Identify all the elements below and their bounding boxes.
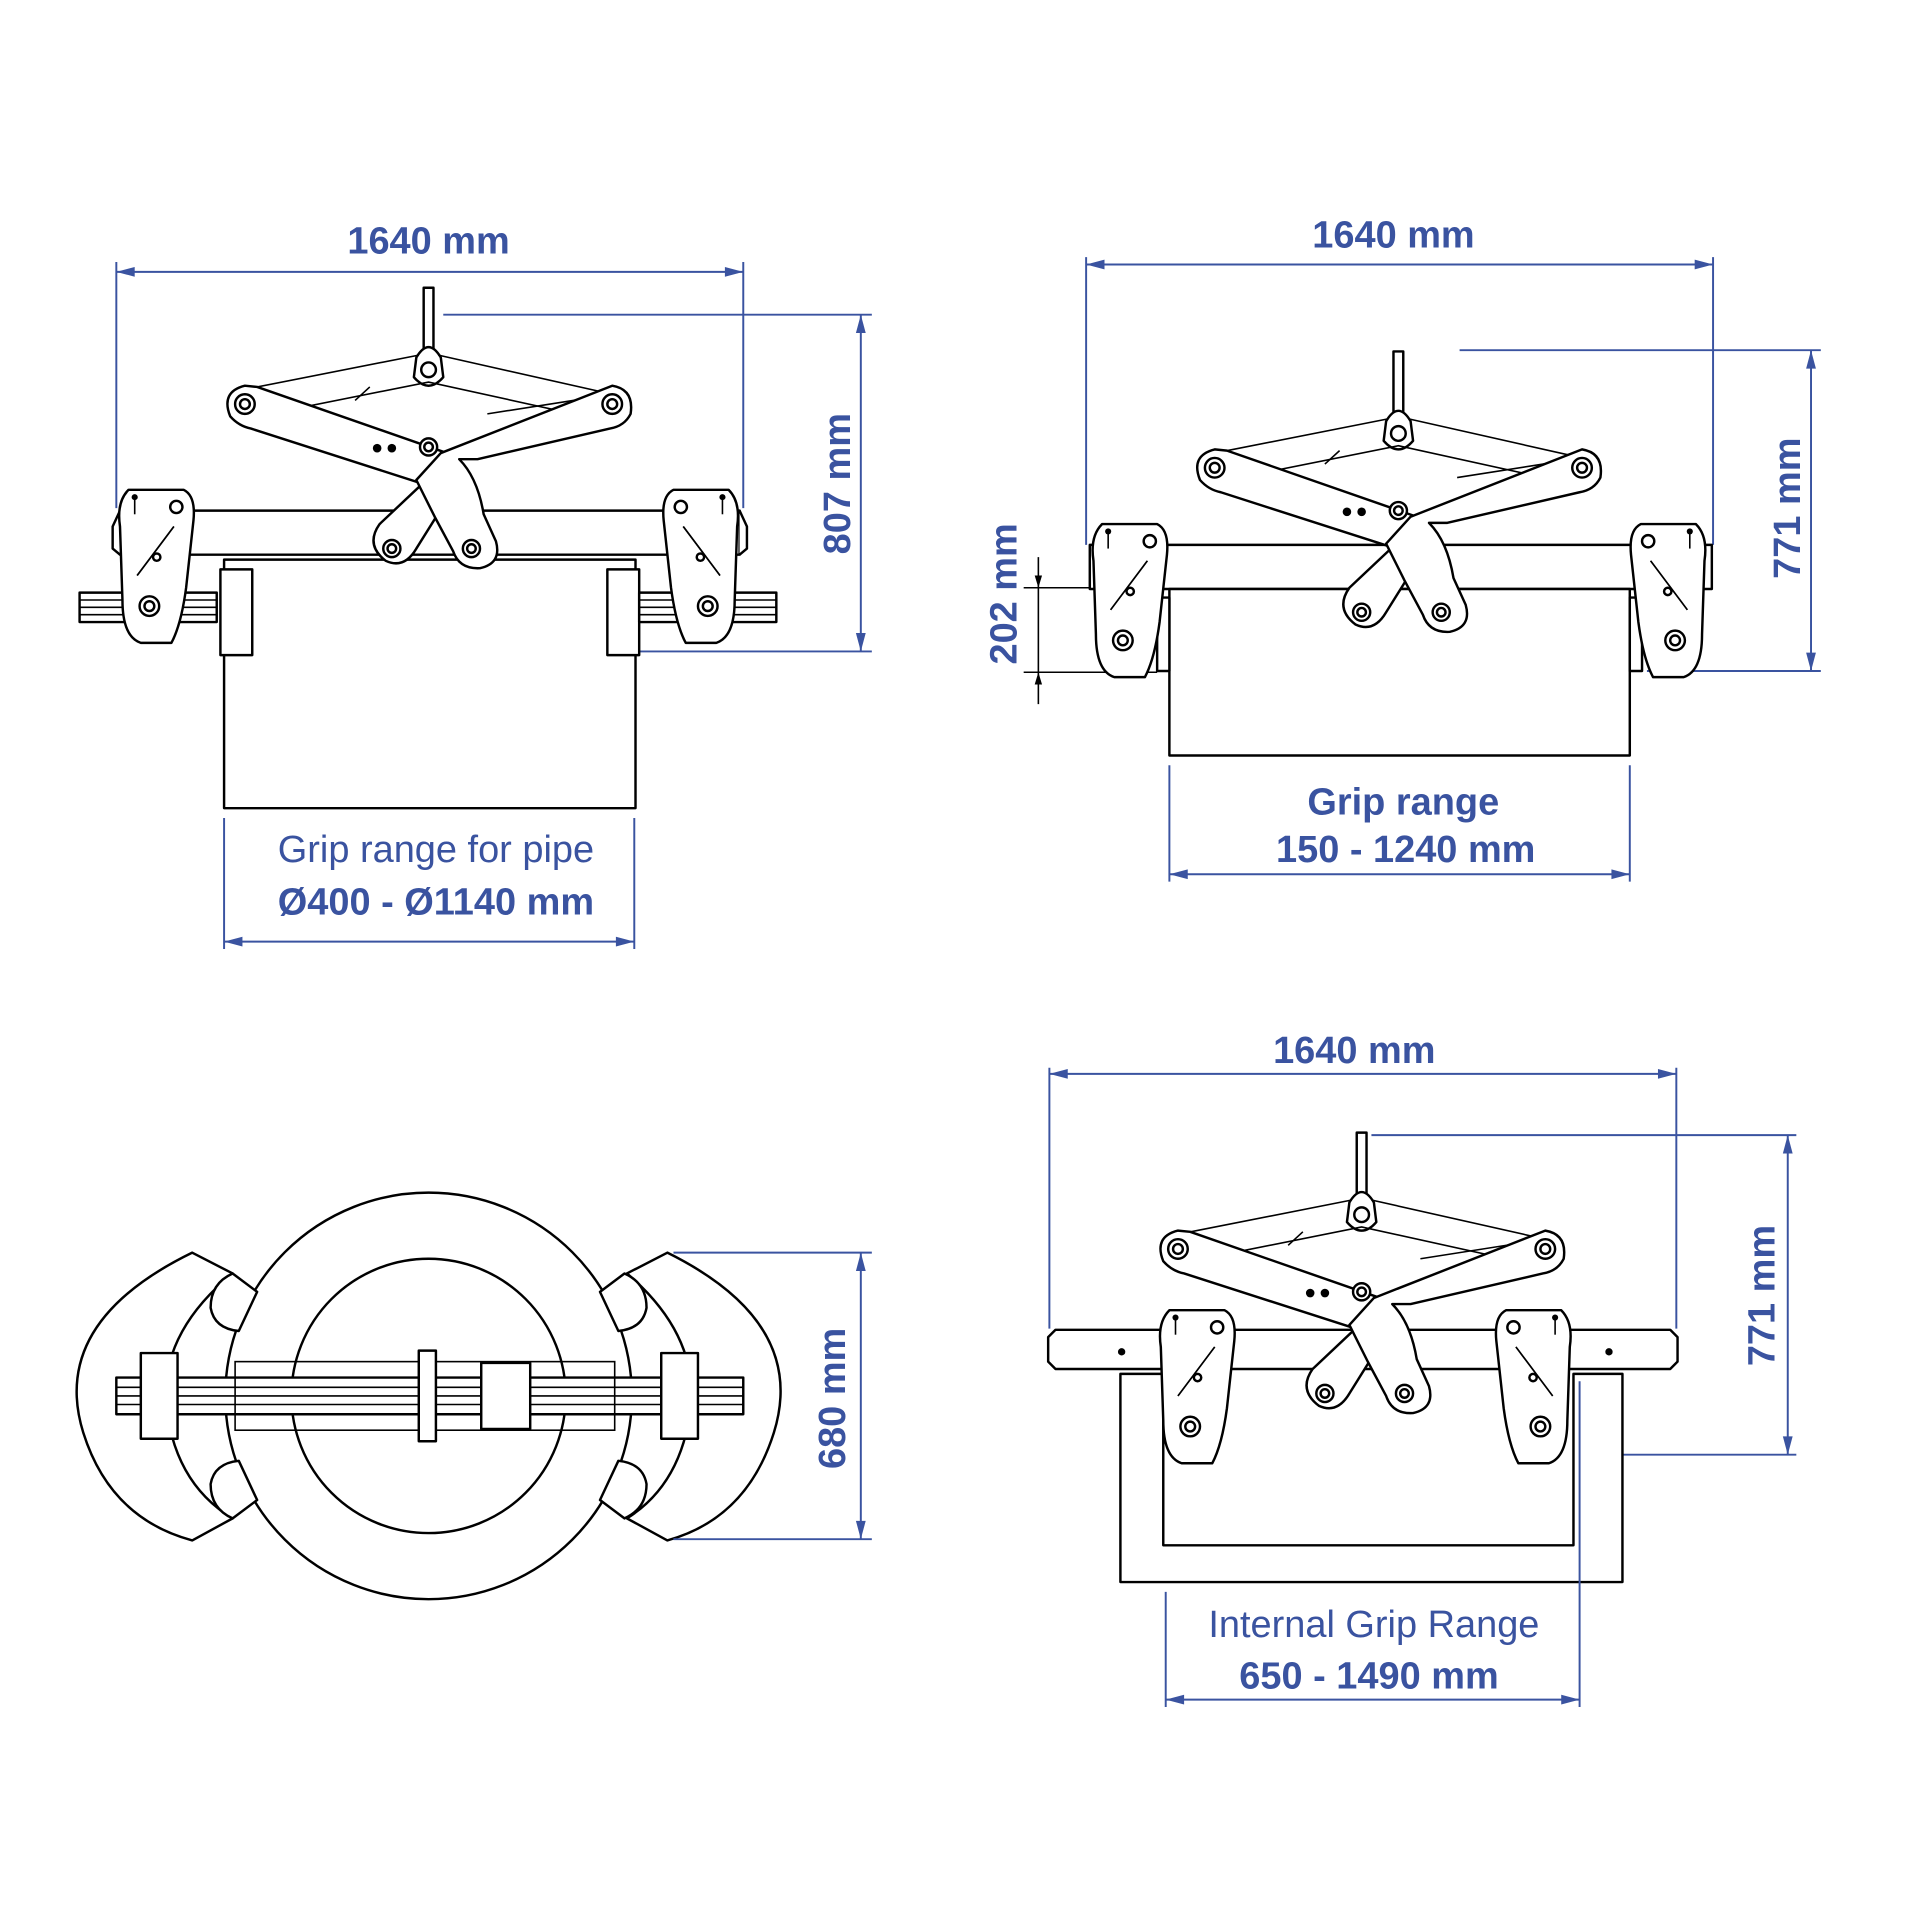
pipe-lifter-top-view: 680 mm xyxy=(75,1191,872,1601)
grip-range-value: Ø400 - Ø1140 mm xyxy=(278,882,594,924)
overall-width-label: 1640 mm xyxy=(1273,1030,1435,1072)
grip-range-value: 150 - 1240 mm xyxy=(1276,829,1535,871)
overall-width-label: 1640 mm xyxy=(347,220,509,262)
overall-height-label: 771 mm xyxy=(1767,438,1809,579)
block-lifter-side-view: 1640 mm 771 mm 202 mm Grip range 150 - 1… xyxy=(983,214,1821,882)
grip-range-value: 650 - 1490 mm xyxy=(1239,1656,1498,1698)
grip-range-title: Internal Grip Range xyxy=(1208,1604,1539,1646)
pipe-lifter-side-view: 1640 mm 807 mm Grip range for pipe Ø400 … xyxy=(78,220,872,949)
overall-width-label: 1640 mm xyxy=(1312,214,1474,256)
internal-lifter-side-view: 1640 mm 771 mm Internal Grip Range 650 -… xyxy=(1046,1030,1797,1707)
overall-height-label: 771 mm xyxy=(1741,1225,1783,1366)
grip-range-title: Grip range xyxy=(1307,781,1499,823)
jaw-depth-label: 202 mm xyxy=(983,523,1025,664)
overall-height-label: 807 mm xyxy=(817,413,859,554)
depth-label: 680 mm xyxy=(812,1328,854,1469)
grip-range-title: Grip range for pipe xyxy=(278,829,594,871)
